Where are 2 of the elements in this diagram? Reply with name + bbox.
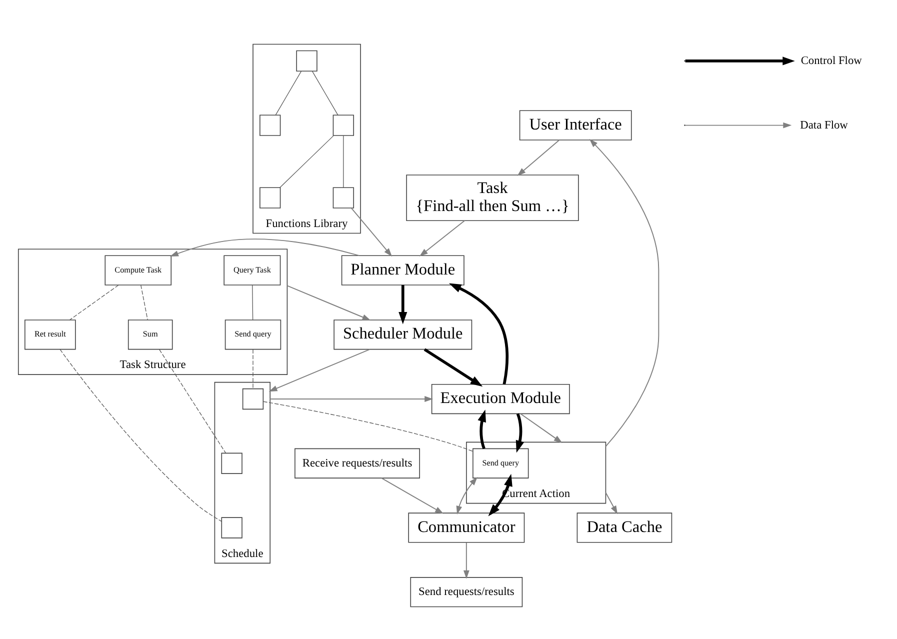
legend-label: Control Flow [800, 54, 862, 66]
legend-label: Data Flow [800, 118, 848, 131]
